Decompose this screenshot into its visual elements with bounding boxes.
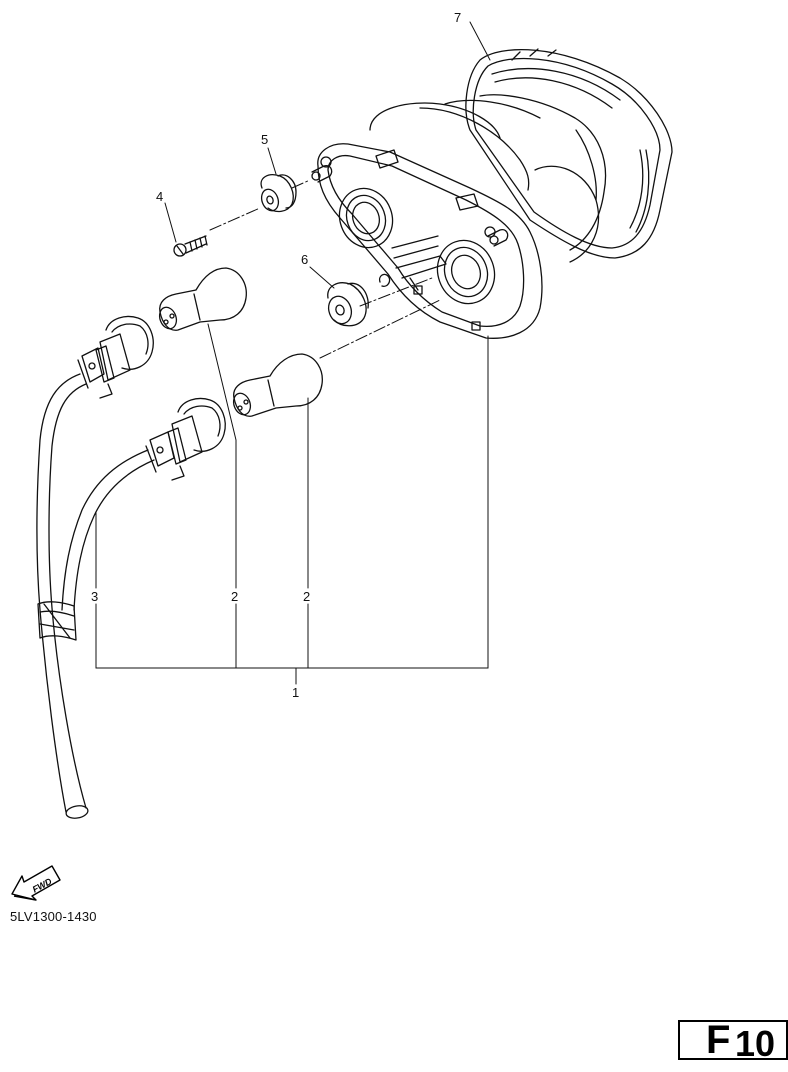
assembly-lines <box>209 179 441 359</box>
page-number-box: F 10 <box>678 1018 788 1064</box>
leader-lines <box>95 21 491 685</box>
tail-light-housing <box>311 94 607 339</box>
callout-2-right: 2 <box>303 589 310 604</box>
callout-7: 7 <box>454 10 461 25</box>
wire-harness <box>36 373 155 819</box>
page-section-letter: F <box>706 1018 731 1062</box>
lens-cover-part-7 <box>465 48 673 259</box>
grommet-part-5 <box>260 174 297 213</box>
exploded-parts-diagram: 1 2 2 3 4 5 6 7 <box>36 10 673 819</box>
diagram-part-code: 5LV1300-1430 <box>10 909 97 924</box>
socket-upper-part-3 <box>77 315 154 399</box>
callout-5: 5 <box>261 132 268 147</box>
page-section-number: 10 <box>735 1023 776 1064</box>
callout-3: 3 <box>91 589 98 604</box>
bulb-upper-part-2 <box>158 267 247 331</box>
callout-2-left: 2 <box>231 589 238 604</box>
callout-4: 4 <box>156 189 163 204</box>
fwd-arrow-icon: FWD <box>8 858 64 901</box>
bulb-lower-part-2 <box>232 353 323 417</box>
callout-6: 6 <box>301 252 308 267</box>
socket-lower-part-3 <box>145 397 226 481</box>
grommet-part-6 <box>327 282 369 327</box>
callout-1: 1 <box>292 685 299 700</box>
screw-part-4 <box>173 235 208 257</box>
